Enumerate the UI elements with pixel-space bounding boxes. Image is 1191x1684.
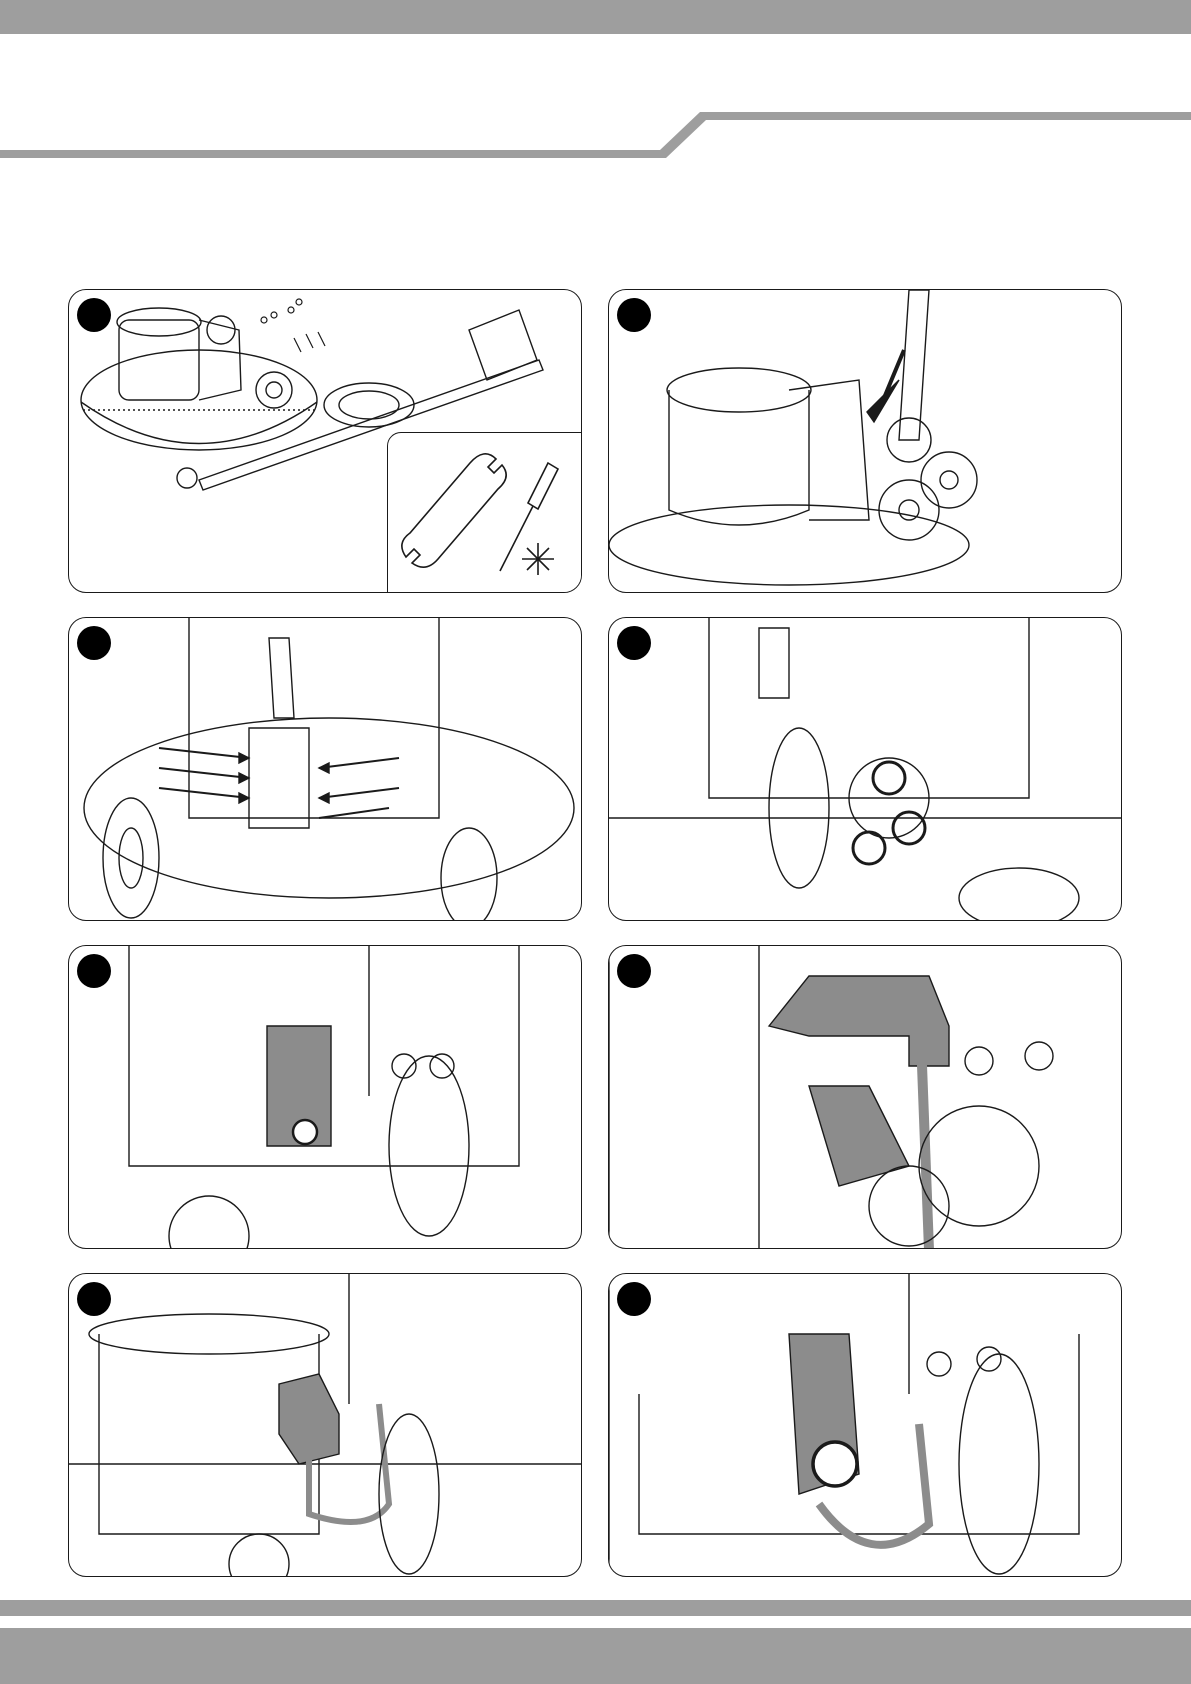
fasten-cover-screw-illustration: [609, 1274, 1122, 1577]
position-cover-over-plug-illustration: [69, 1274, 582, 1577]
step-panel-5: [68, 945, 582, 1249]
required-tools-inset: [387, 432, 582, 593]
insert-bolts-and-washers-illustration: [69, 618, 582, 921]
connect-power-plug-illustration: [609, 946, 1122, 1249]
step-panel-7: [68, 1273, 582, 1577]
step-panel-1: [68, 289, 582, 593]
step-3-marker: [77, 626, 111, 660]
step-1-marker: [77, 298, 111, 332]
screwdriver-icon: [500, 463, 558, 571]
step-8-marker: [617, 1282, 651, 1316]
header-top-bar: [0, 0, 1191, 34]
open-end-wrench-icon: [402, 454, 506, 567]
tighten-nuts-illustration: [609, 618, 1122, 921]
step-panel-4: [608, 617, 1122, 921]
step-panel-6: [608, 945, 1122, 1249]
step-2-marker: [617, 298, 651, 332]
step-panel-8: [608, 1273, 1122, 1577]
header-accent-band: [0, 106, 1191, 162]
attach-handle-to-machine-illustration: [609, 290, 1122, 593]
footer-thick-bar: [0, 1628, 1191, 1684]
phillips-asterisk-icon: [522, 543, 554, 575]
step-panel-2: [608, 289, 1122, 593]
step-4-marker: [617, 626, 651, 660]
step-6-marker: [617, 954, 651, 988]
step-7-marker: [77, 1282, 111, 1316]
footer-thin-bar: [0, 1600, 1191, 1616]
remove-cover-screw-illustration: [69, 946, 582, 1249]
step-panel-3: [68, 617, 582, 921]
step-5-marker: [77, 954, 111, 988]
